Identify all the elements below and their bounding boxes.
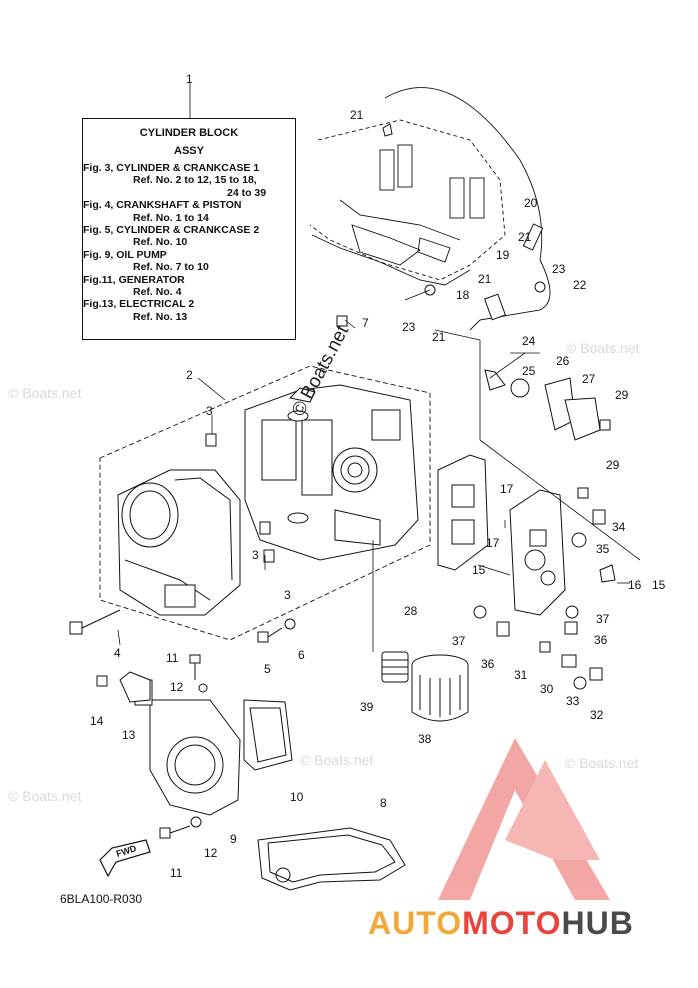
part-number-label: 22 [573, 278, 587, 292]
legend-line: Ref. No. 10 [133, 236, 188, 249]
legend-line: Ref. No. 4 [133, 286, 182, 299]
part-number-label: 5 [264, 662, 271, 676]
part-number-label: 19 [496, 248, 510, 262]
part-number-label: 24 [522, 334, 536, 348]
part-number-label: 34 [612, 520, 626, 534]
oil-filter-38 [411, 654, 469, 722]
part-number-label: 15 [652, 578, 666, 592]
part-number-label: 29 [615, 388, 629, 402]
small-parts [69, 123, 616, 839]
part-number-label: 12 [204, 846, 218, 860]
part-number-label: 7 [362, 316, 369, 330]
part-number-label: 11 [166, 651, 179, 665]
part-number-label: 12 [170, 680, 184, 694]
upper-engine-outline [309, 87, 551, 331]
part-number-label: 27 [582, 372, 596, 386]
part-number-label: 21 [432, 330, 446, 344]
part-number-label: 3 [284, 588, 291, 602]
part-number-label: 37 [596, 612, 610, 626]
part-number-label: 17 [500, 482, 514, 496]
part-number-label: 17 [486, 536, 500, 550]
brand-logo-mark [438, 738, 610, 900]
part-number-label: 15 [472, 563, 486, 577]
part-number-label: 30 [540, 682, 554, 696]
part-number-label: 26 [556, 354, 570, 368]
brand-wordmark: AUTOMOTOHUB [368, 905, 634, 942]
part-number-label: 36 [594, 633, 608, 647]
legend-line: Ref. No. 2 to 12, 15 to 18, [133, 174, 257, 187]
cover-plate-15 [509, 489, 566, 616]
legend-title-line2: ASSY [174, 145, 204, 157]
part-number-label: 38 [418, 732, 432, 746]
part-number-label: 35 [596, 542, 610, 556]
legend-line: Ref. No. 7 to 10 [133, 261, 209, 274]
part-number-label: 36 [481, 657, 495, 671]
part-number-label: 9 [230, 832, 237, 846]
part-number-label: 10 [290, 790, 304, 804]
brand-part-moto: MOTO [462, 905, 562, 941]
brand-part-hub: HUB [561, 905, 634, 941]
legend-line: Fig.11, GENERATOR [83, 273, 185, 286]
watermark-site-2: © Boats.net [8, 788, 82, 804]
cylinder-block [117, 384, 419, 616]
part-number-label: 3 [206, 404, 213, 418]
watermark-site-4: © Boats.net [565, 755, 639, 771]
part-number-label: 37 [452, 634, 466, 648]
watermark-site-1: © Boats.net [8, 385, 82, 401]
assembly-legend-box: CYLINDER BLOCK ASSY Fig. 3, CYLINDER & C… [82, 118, 296, 340]
diagram-code: 6BLA100-R030 [60, 892, 143, 906]
part-number-label: 14 [90, 714, 104, 728]
part-number-label: 28 [404, 604, 418, 618]
legend-title-line1: CYLINDER BLOCK [139, 127, 239, 139]
legend-line: 24 to 39 [227, 186, 267, 199]
part-number-label: 39 [360, 700, 374, 714]
part-number-label: 32 [590, 708, 604, 722]
part-number-label: 6 [298, 648, 305, 662]
part-number-label: 3 [252, 548, 259, 562]
part-number-label: 13 [122, 728, 136, 742]
cylinder-block-dashed-box [99, 365, 431, 641]
part-number-label: 23 [552, 262, 566, 276]
part-number-label: 21 [478, 272, 492, 286]
oil-pan-gasket-8 [257, 827, 406, 891]
part-number-label: 8 [380, 796, 387, 810]
legend-line: Fig. 5, CYLINDER & CRANKCASE 2 [83, 224, 260, 237]
forward-arrow [99, 839, 151, 878]
oil-strainer-39 [381, 651, 409, 683]
part-number-label: 29 [606, 458, 620, 472]
watermark-site-3: © Boats.net [300, 752, 374, 768]
part-number-label: 1 [186, 72, 193, 86]
legend-line: Fig. 9, OIL PUMP [83, 248, 167, 261]
legend-line: Ref. No. 1 to 14 [133, 211, 209, 224]
part-number-label: 4 [114, 646, 121, 660]
brand-part-auto: AUTO [368, 905, 463, 941]
part-number-label: 21 [350, 108, 364, 122]
part-number-label: 25 [522, 364, 536, 378]
part-number-label: 2 [186, 368, 193, 382]
legend-line: Fig. 4, CRANKSHAFT & PISTON [83, 199, 242, 212]
part-number-label: 31 [514, 668, 528, 682]
legend-line: Ref. No. 13 [133, 310, 188, 323]
part-number-label: 16 [628, 578, 642, 592]
legend-line: Fig.13, ELECTRICAL 2 [83, 298, 195, 311]
part-number-label: 20 [524, 196, 538, 210]
leader-lines [117, 82, 641, 652]
part-number-label: 23 [402, 320, 416, 334]
part-number-label: 18 [456, 288, 470, 302]
oil-pump-housing [134, 679, 293, 816]
legend-line: Fig. 3, CYLINDER & CRANKCASE 1 [83, 162, 260, 174]
part-number-label: 33 [566, 694, 580, 708]
watermark-site-5: © Boats.net [566, 340, 640, 356]
gasket-28 [437, 454, 489, 571]
part-number-label: 11 [170, 866, 183, 880]
part-number-label: 21 [518, 230, 532, 244]
